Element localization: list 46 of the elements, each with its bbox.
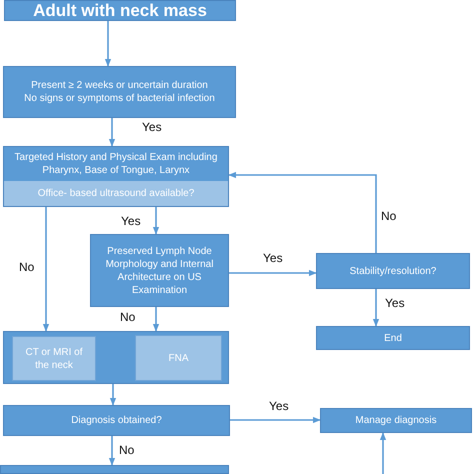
node-text: FNA xyxy=(168,352,188,364)
arrow xyxy=(104,21,112,67)
process-box xyxy=(316,253,470,289)
node-text: Present ≥ 2 weeks or uncertain duration xyxy=(31,79,208,92)
edge-label: No xyxy=(380,210,398,224)
arrow xyxy=(372,289,380,327)
arrow xyxy=(380,432,386,474)
node-text: Adult with neck mass xyxy=(33,2,207,19)
node-text: Stability/resolution? xyxy=(350,264,436,278)
node-text: Preserved Lymph Node Morphology and Internal Architecture on US Examination xyxy=(104,244,214,296)
edge-label: Yes xyxy=(268,400,290,414)
process-box xyxy=(90,234,229,307)
process-box xyxy=(320,408,472,433)
edge-label: Yes xyxy=(384,297,406,310)
arrow xyxy=(42,206,50,332)
arrow xyxy=(229,270,317,276)
arrow xyxy=(108,436,116,466)
edge-label: Yes xyxy=(141,121,163,134)
node-text: Targeted History and Physical Exam including Pharynx, Base of Tongue, Larynx xyxy=(14,150,218,176)
process-box xyxy=(3,405,230,436)
arrow xyxy=(108,118,116,147)
edge-label: No xyxy=(119,311,136,324)
process-box xyxy=(3,66,236,118)
process-box xyxy=(316,326,470,350)
arrow xyxy=(152,307,160,332)
node-text: Office- based ultrasound available? xyxy=(38,187,194,200)
edge-label: Yes xyxy=(120,215,142,228)
question-band xyxy=(4,181,228,206)
node-text: End xyxy=(384,332,402,344)
edge-label: No xyxy=(118,444,136,458)
empty-box xyxy=(3,331,229,384)
arrow xyxy=(110,384,116,406)
empty-box xyxy=(0,465,229,474)
node-text: No signs or symptoms of bacterial infection xyxy=(24,92,215,105)
node-text: Manage diagnosis xyxy=(355,414,437,427)
edge-label: No xyxy=(18,261,36,274)
sub-box xyxy=(12,336,96,381)
title-box xyxy=(4,0,236,21)
process-box xyxy=(3,146,229,207)
arrow xyxy=(228,172,377,253)
sub-box xyxy=(135,335,222,381)
arrow xyxy=(230,416,321,424)
node-text: CT or MRI of the neck xyxy=(24,346,84,372)
node-text: Diagnosis obtained? xyxy=(71,414,162,427)
arrow xyxy=(152,206,160,235)
edge-label: Yes xyxy=(262,252,284,266)
